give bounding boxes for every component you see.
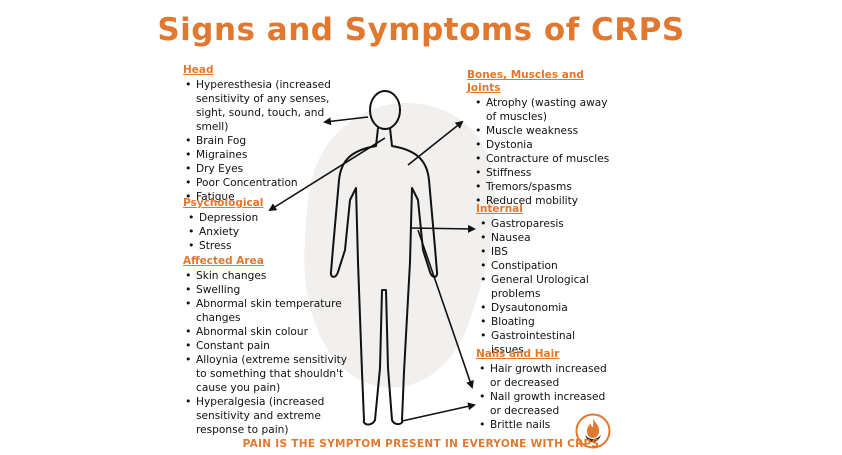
list-item: Brittle nails	[477, 418, 611, 432]
list-item: Nausea	[478, 231, 606, 245]
arrow-nails	[401, 402, 476, 422]
section-bones: Bones, Muscles and Joints Atrophy (wasti…	[467, 69, 617, 208]
list-item: Alloynia (extreme sensitivity to somethi…	[183, 353, 355, 395]
list-item: Abnormal skin colour	[183, 325, 355, 339]
list-internal: Gastroparesis Nausea IBS Constipation Ge…	[476, 217, 606, 357]
section-title-head: Head	[183, 64, 214, 76]
section-title-nails-hair: Nails and Hair	[476, 348, 560, 360]
list-item: Hyperesthesia (increased sensitivity of …	[183, 78, 358, 134]
list-item: Dry Eyes	[183, 162, 358, 176]
list-item: Anxiety	[186, 225, 333, 239]
list-item: General Urological problems	[478, 273, 606, 301]
section-head: Head Hyperesthesia (increased sensitivit…	[183, 64, 358, 204]
list-item: Brain Fog	[183, 134, 358, 148]
list-psychological: Depression Anxiety Stress	[183, 211, 333, 253]
list-item: Skin changes	[183, 269, 355, 283]
list-item: Reduced mobility	[473, 194, 617, 208]
section-psychological: Psychological Depression Anxiety Stress	[183, 197, 333, 253]
section-affected-area: Affected Area Skin changes Swelling Abno…	[183, 255, 355, 437]
list-item: Stiffness	[473, 166, 617, 180]
list-item: Hair growth increased or decreased	[477, 362, 611, 390]
footer-note: PAIN IS THE SYMPTOM PRESENT IN EVERYONE …	[242, 438, 600, 450]
section-title-bones: Bones, Muscles and Joints	[467, 69, 584, 94]
list-item: Depression	[186, 211, 333, 225]
section-title-psychological: Psychological	[183, 197, 264, 209]
section-title-internal: Internal	[476, 203, 523, 215]
list-bones: Atrophy (wasting away of muscles) Muscle…	[467, 96, 617, 208]
list-item: Swelling	[183, 283, 355, 297]
list-item: Atrophy (wasting away of muscles)	[473, 96, 617, 124]
list-item: Migraines	[183, 148, 358, 162]
arrow-internal	[409, 224, 476, 233]
list-item: Muscle weakness	[473, 124, 617, 138]
list-affected-area: Skin changes Swelling Abnormal skin temp…	[183, 269, 355, 437]
section-internal: Internal Gastroparesis Nausea IBS Consti…	[476, 203, 606, 357]
list-item: Fatigue	[183, 190, 358, 204]
list-item: Gastroparesis	[478, 217, 606, 231]
list-item: Abnormal skin temperature changes	[183, 297, 355, 325]
list-item: Constant pain	[183, 339, 355, 353]
list-item: Bloating	[478, 315, 606, 329]
list-item: Contracture of muscles	[473, 152, 617, 166]
list-item: IBS	[478, 245, 606, 259]
list-item: Constipation	[478, 259, 606, 273]
list-item: Tremors/spasms	[473, 180, 617, 194]
list-item: Dystonia	[473, 138, 617, 152]
list-nails-hair: Hair growth increased or decreased Nail …	[476, 362, 611, 432]
list-item: Dysautonomia	[478, 301, 606, 315]
list-item: Stress	[186, 239, 333, 253]
section-nails-hair: Nails and Hair Hair growth increased or …	[476, 348, 611, 432]
flame-logo-icon	[575, 413, 611, 449]
section-title-affected-area: Affected Area	[183, 255, 264, 267]
list-item: Nail growth increased or decreased	[477, 390, 611, 418]
list-item: Gastrointestinal issues	[478, 329, 606, 357]
list-item: Hyperalgesia (increased sensitivity and …	[183, 395, 355, 437]
list-head: Hyperesthesia (increased sensitivity of …	[183, 78, 358, 204]
list-item: Poor Concentration	[183, 176, 358, 190]
arrow-bones	[407, 120, 464, 166]
arrow-hair	[417, 229, 474, 389]
page-title: Signs and Symptoms of CRPS	[157, 12, 685, 48]
